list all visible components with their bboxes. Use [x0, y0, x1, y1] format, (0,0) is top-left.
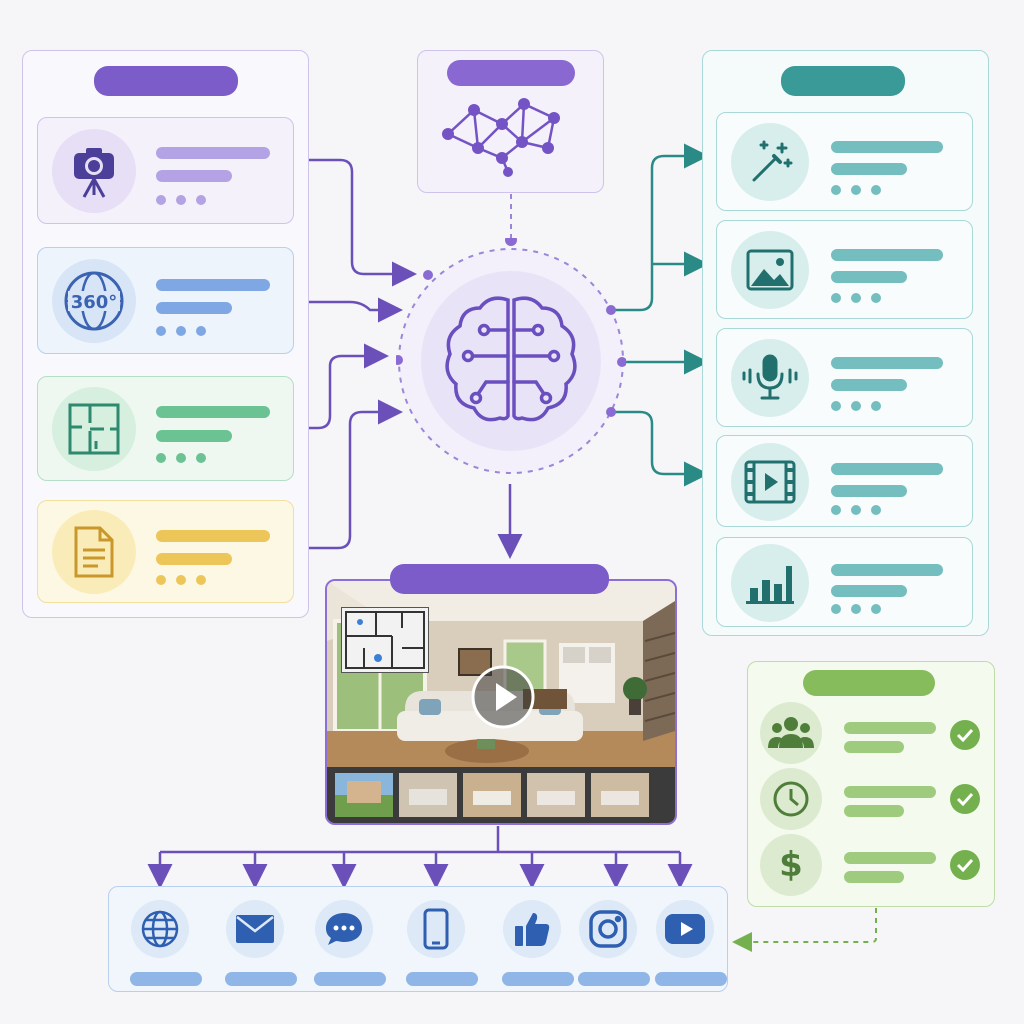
text-placeholder [156, 279, 270, 291]
bar-chart-icon [731, 544, 809, 622]
output-card-video[interactable] [716, 435, 973, 527]
camera-on-tripod-icon [52, 129, 136, 213]
floor-plan-icon [52, 387, 136, 471]
input-card-360[interactable]: 360° [37, 247, 294, 354]
text-placeholder [831, 271, 907, 283]
document-icon [52, 510, 136, 594]
video-film-icon [731, 443, 809, 521]
more-dots [831, 505, 881, 515]
channel-label [225, 972, 297, 986]
checkmark-icon [950, 850, 980, 880]
more-dots [156, 195, 206, 205]
text-placeholder [831, 163, 907, 175]
channel-chat[interactable] [314, 900, 386, 986]
text-placeholder [156, 170, 232, 182]
input-card-document[interactable] [37, 500, 294, 603]
text-placeholder [156, 302, 232, 314]
input-panel-header [94, 66, 238, 96]
channel-label [406, 972, 478, 986]
checkmark-icon [950, 720, 980, 750]
more-dots [156, 326, 206, 336]
microphone-icon [731, 339, 809, 417]
chat-bubble-icon [315, 900, 373, 958]
text-placeholder [156, 530, 270, 542]
channel-youtube[interactable] [655, 900, 727, 986]
text-placeholder [156, 553, 232, 565]
channel-label [502, 972, 574, 986]
channel-label [655, 972, 727, 986]
output-card-image[interactable] [716, 220, 973, 319]
output-card-magic-wand[interactable] [716, 112, 973, 211]
more-dots [156, 453, 206, 463]
video-panel-header [390, 564, 609, 594]
channel-label [314, 972, 386, 986]
text-placeholder [831, 564, 943, 576]
text-placeholder [844, 871, 904, 883]
more-dots [156, 575, 206, 585]
text-placeholder [844, 786, 936, 798]
benefits-panel-header [803, 670, 935, 696]
text-placeholder [831, 463, 943, 475]
image-icon [731, 231, 809, 309]
text-placeholder [831, 485, 907, 497]
text-placeholder [831, 357, 943, 369]
brain-circuit-icon [438, 290, 584, 430]
text-placeholder [156, 406, 270, 418]
smartphone-icon [407, 900, 465, 958]
channel-website[interactable] [130, 900, 202, 986]
email-icon [226, 900, 284, 958]
channel-mobile[interactable] [406, 900, 478, 986]
text-placeholder [844, 805, 904, 817]
neural-network-icon [438, 96, 566, 178]
360-degree-globe-icon: 360° [52, 259, 136, 343]
clock-icon [760, 768, 822, 830]
text-placeholder [156, 147, 270, 159]
output-panel-header [781, 66, 905, 96]
thumbs-up-icon [503, 900, 561, 958]
more-dots [831, 604, 881, 614]
magic-wand-icon [731, 123, 809, 201]
neural-network-header [447, 60, 575, 86]
output-card-microphone[interactable] [716, 328, 973, 427]
text-placeholder [831, 141, 943, 153]
output-card-analytics[interactable] [716, 537, 973, 627]
channel-email[interactable] [225, 900, 297, 986]
input-card-floor-plan[interactable] [37, 376, 294, 481]
more-dots [831, 293, 881, 303]
checkmark-icon [950, 784, 980, 814]
ai-brain-hub[interactable] [396, 238, 626, 484]
text-placeholder [844, 741, 904, 753]
people-group-icon [760, 702, 822, 764]
input-card-camera[interactable] [37, 117, 294, 224]
badge-360: 360° [71, 292, 118, 313]
dollar-icon: $ [760, 834, 822, 896]
play-button[interactable] [471, 665, 535, 729]
channel-label [578, 972, 650, 986]
globe-icon [131, 900, 189, 958]
more-dots [831, 185, 881, 195]
channel-label [130, 972, 202, 986]
instagram-icon [579, 900, 637, 958]
floor-plan-minimap[interactable] [341, 607, 429, 673]
virtual-tour-video-frame[interactable] [325, 579, 677, 825]
text-placeholder [831, 249, 943, 261]
text-placeholder [844, 852, 936, 864]
text-placeholder [831, 585, 907, 597]
text-placeholder [156, 430, 232, 442]
dollar-sign: $ [779, 845, 803, 885]
channel-social-like[interactable] [502, 900, 574, 986]
text-placeholder [831, 379, 907, 391]
youtube-icon [656, 900, 714, 958]
more-dots [831, 401, 881, 411]
text-placeholder [844, 722, 936, 734]
channel-instagram[interactable] [578, 900, 650, 986]
